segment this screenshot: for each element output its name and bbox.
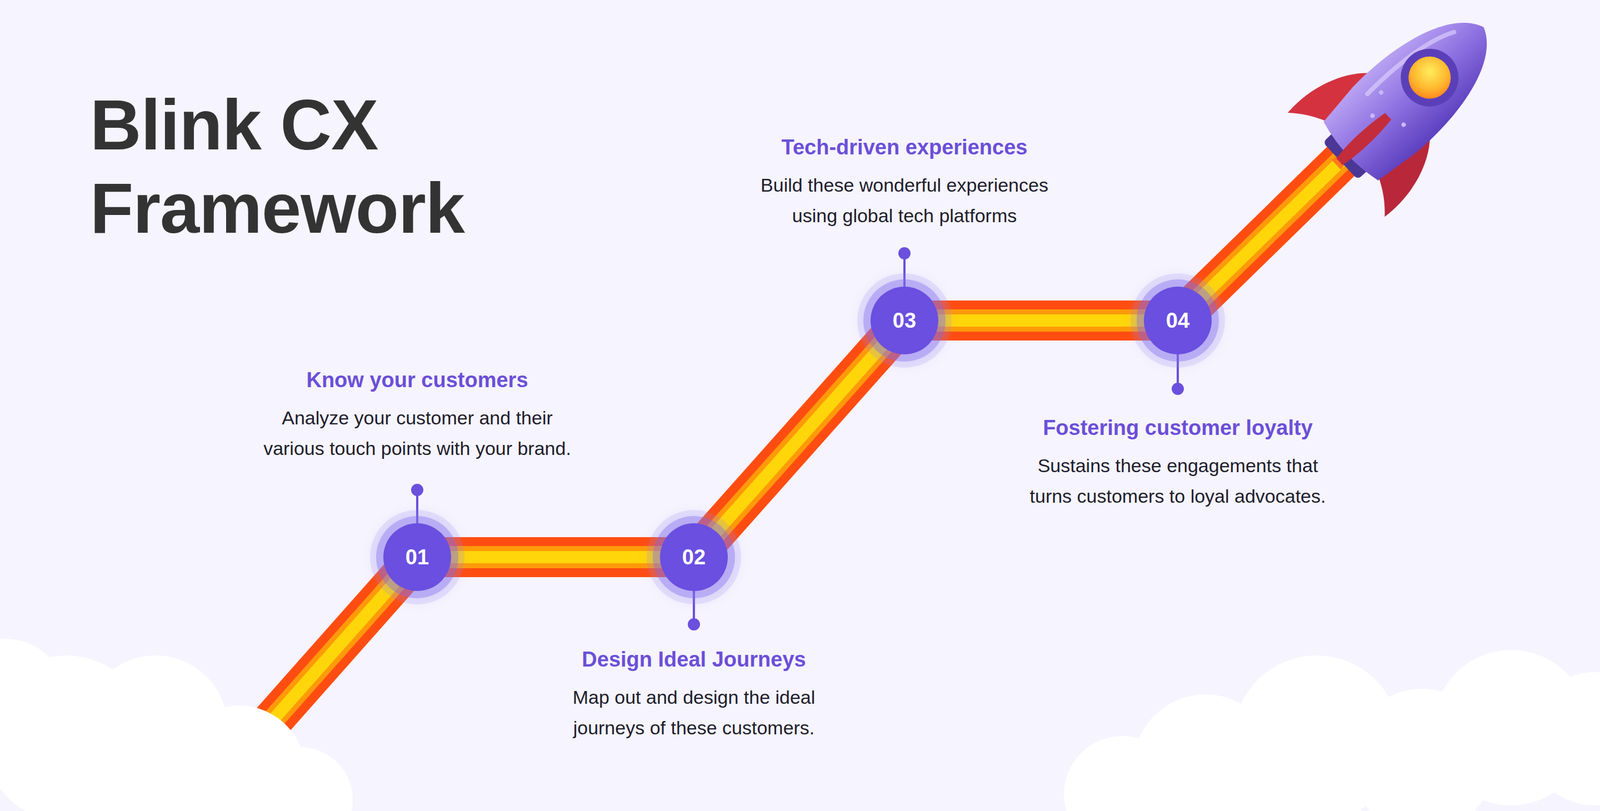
rocket-rivet [1377,89,1384,96]
step-description: Know your customersAnalyze your customer… [206,367,629,464]
band-middle [451,546,660,569]
band-inner [451,551,660,564]
rocket-rivet [1400,121,1407,128]
band-inner [938,314,1144,327]
cloud-puff [1527,672,1600,806]
cloud [1063,650,1600,811]
title-block: Blink CX Framework [90,83,546,250]
rocket-fin [1334,111,1393,167]
trail-middle [1177,158,1344,321]
diagram-title: Blink CX Framework [90,83,546,250]
step-heading: Tech-driven experiences [704,134,1105,160]
cloud-puff [247,747,353,811]
launch-trail [1177,158,1344,321]
leader-dot [898,247,911,260]
step-body: Analyze your customer and their various … [206,402,629,464]
step-circle: 04Fostering customer loyaltySustains the… [1143,286,1212,355]
step-description: Fostering customer loyaltySustains these… [966,415,1389,512]
band-middle [716,346,883,533]
band-outer [938,300,1144,341]
trail-outer [1177,158,1344,321]
journey-band [938,320,1144,322]
step-circle: 02Design Ideal JourneysMap out and desig… [660,523,728,592]
step-body: Build these wonderful experiences using … [704,170,1105,232]
cloud-puff [1216,733,1362,811]
trail-outer [261,557,418,734]
step-number: 01 [405,545,429,570]
band-outer [716,346,883,533]
journey-band [451,557,660,558]
rocket-body [1315,0,1515,189]
trail-inner [261,557,418,734]
step-description: Tech-driven experiencesBuild these wonde… [704,134,1105,232]
step-description: Design Ideal JourneysMap out and design … [482,646,905,744]
leader-dot [1171,382,1184,395]
step-circle: 03Tech-driven experiencesBuild these won… [870,286,939,355]
band-outer [451,537,660,578]
rocket-window-rim [1388,36,1471,119]
step-heading: Know your customers [206,367,629,393]
band-middle [938,309,1144,332]
band-inner [716,346,883,533]
step-heading: Fostering customer loyalty [966,415,1389,441]
step-number: 04 [1166,308,1190,333]
step-body: Sustains these engagements that turns cu… [966,450,1389,512]
step-heading: Design Ideal Journeys [482,646,905,673]
journey-band [716,346,883,533]
trail-middle [261,557,418,734]
rocket-illustration [1287,0,1533,218]
trail-inner [1177,158,1344,321]
step-number: 02 [682,545,706,570]
cloud [0,638,353,811]
step-body: Map out and design the ideal journeys of… [482,682,905,744]
cloud-puff [33,727,189,811]
rocket-rivet [1369,112,1376,119]
leader-dot [687,618,700,631]
step-circle: 01Know your customersAnalyze your custom… [383,523,452,592]
leader-dot [411,483,424,497]
step-number: 03 [892,308,917,333]
rocket-window [1400,47,1460,108]
launch-trail [261,557,418,734]
